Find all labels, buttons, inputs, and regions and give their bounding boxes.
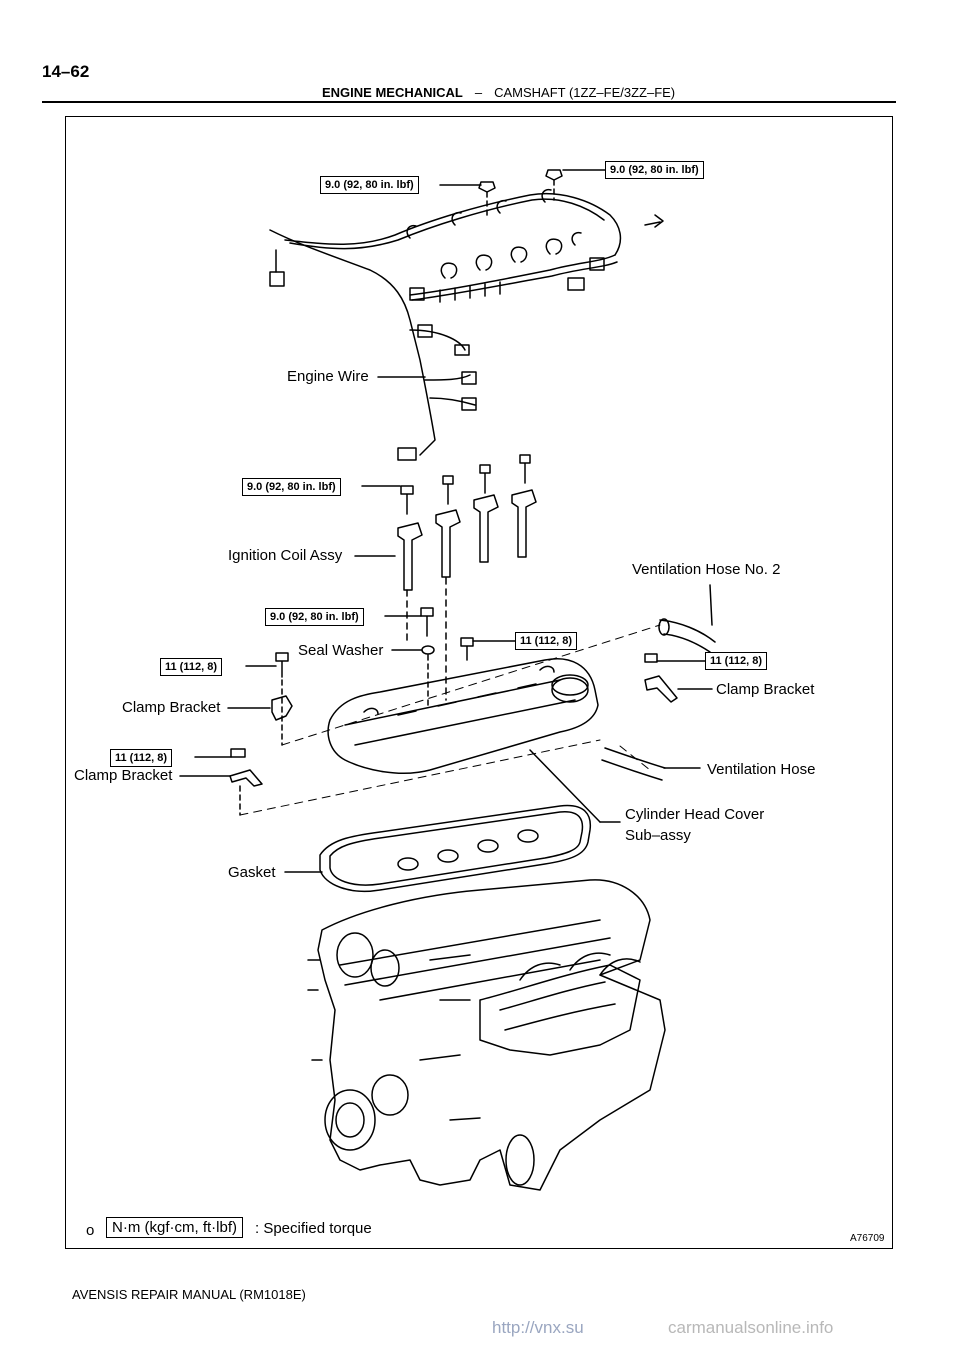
running-header: ENGINE MECHANICAL–CAMSHAFT (1ZZ–FE/3ZZ–F…: [322, 85, 675, 100]
torque-wire-bolt-left: 9.0 (92, 80 in. lbf): [320, 176, 419, 194]
watermark-link[interactable]: http://vnx.su: [492, 1318, 584, 1337]
figure-id: A76709: [850, 1233, 885, 1244]
header-separator: –: [474, 85, 483, 100]
cylinder-head-cover: [327, 658, 621, 823]
torque-wire-bolt-right: 9.0 (92, 80 in. lbf): [605, 161, 704, 179]
label-cylinder-head-cover-line2: Sub–assy: [625, 827, 691, 844]
clamp-brackets: [179, 675, 713, 787]
header-rule: [42, 101, 896, 103]
label-gasket: Gasket: [228, 864, 276, 881]
legend-text: : Specified torque: [255, 1220, 372, 1237]
label-seal-washer: Seal Washer: [298, 642, 384, 659]
torque-clamp-nut-left-upper: 11 (112, 8): [160, 658, 222, 676]
footer: AVENSIS REPAIR MANUAL (RM1018E): [72, 1287, 306, 1302]
page-number: 14–62: [42, 62, 90, 81]
label-ventilation-hose: Ventilation Hose: [707, 761, 816, 778]
legend-unit-box: N·m (kgf·cm, ft·lbf): [106, 1217, 243, 1238]
seal-washer-parts: [384, 607, 435, 706]
torque-seal-washer-bolt: 9.0 (92, 80 in. lbf): [265, 608, 364, 626]
label-ventilation-hose-no2: Ventilation Hose No. 2: [632, 561, 781, 578]
figure-frame: [65, 116, 893, 1249]
gasket: [284, 804, 592, 892]
section-title: ENGINE MECHANICAL: [322, 85, 463, 100]
torque-cover-nut-right: 11 (112, 8): [705, 652, 767, 670]
ignition-coils: [354, 454, 537, 701]
legend-symbol: o: [86, 1222, 95, 1239]
engine-block: [307, 879, 666, 1191]
torque-coil-bolt: 9.0 (92, 80 in. lbf): [242, 478, 341, 496]
engine-wire-harness: [269, 188, 664, 461]
label-cylinder-head-cover-line1: Cylinder Head Cover: [625, 806, 765, 823]
label-clamp-bracket-left-upper: Clamp Bracket: [122, 699, 221, 716]
watermark-site: carmanualsonline.info: [668, 1318, 834, 1337]
ventilation-hoses: [601, 584, 716, 781]
torque-clamp-nut-left-lower: 11 (112, 8): [110, 749, 172, 767]
wire-bolts: [439, 169, 606, 216]
label-clamp-bracket-right: Clamp Bracket: [716, 681, 815, 698]
label-engine-wire: Engine Wire: [287, 368, 369, 385]
alignment-lines: [239, 624, 661, 816]
cover-nuts: [194, 637, 706, 816]
subsection-title: CAMSHAFT (1ZZ–FE/3ZZ–FE): [494, 85, 676, 100]
label-clamp-bracket-left-lower: Clamp Bracket: [74, 767, 173, 784]
torque-cover-nut-center: 11 (112, 8): [515, 632, 577, 650]
label-ignition-coil-assy: Ignition Coil Assy: [228, 547, 343, 564]
